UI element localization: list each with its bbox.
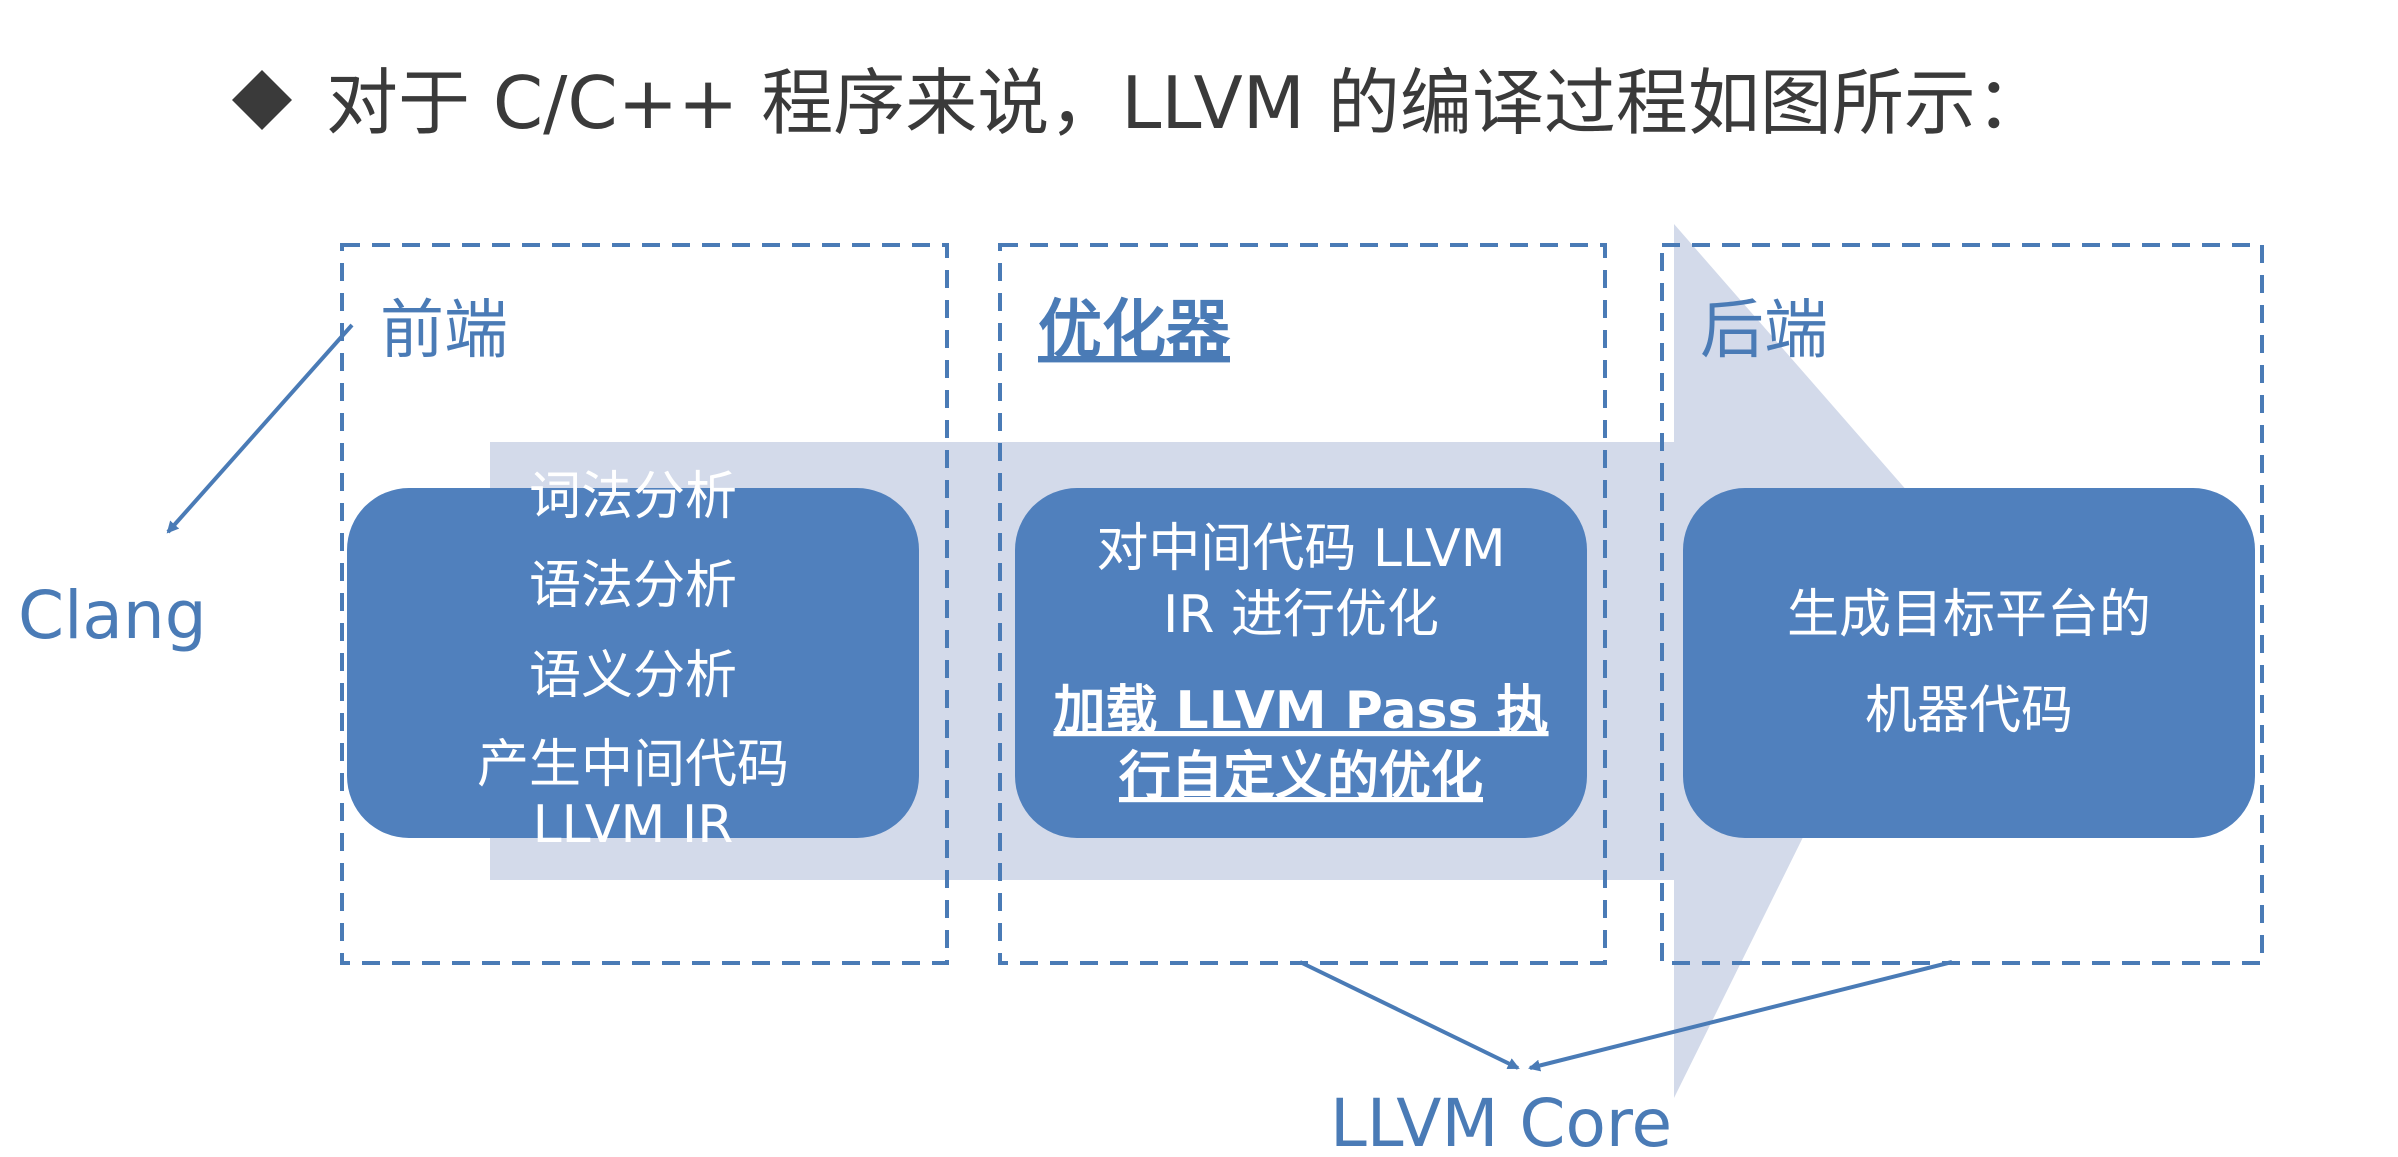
frontend-label: 前端 [380, 294, 508, 368]
frontend-frame [340, 243, 949, 965]
llvm-core-label: LLVM Core [1330, 1085, 1672, 1157]
backend-line: 生成目标平台的 [1787, 585, 2151, 645]
optimizer-line: 对中间代码 LLVM [1096, 519, 1505, 579]
frontend-line: 语义分析 [529, 646, 737, 706]
diamond-bullet-icon [232, 70, 292, 130]
frontend-line: LLVM IR [533, 795, 734, 855]
clang-arrow [166, 323, 354, 534]
frontend-line: 产生中间代码 [477, 735, 789, 795]
backend-frame [1660, 243, 2264, 965]
clang-label: Clang [18, 577, 207, 654]
backend-line: 机器代码 [1865, 681, 2073, 741]
page-title-text: 对于 C/C++ 程序来说，LLVM 的编译过程如图所示： [326, 61, 2048, 145]
frontend-box [347, 488, 919, 838]
backend-box-text: 生成目标平台的 机器代码 [1787, 585, 2151, 741]
optimizer-bold-line: 行自定义的优化 [1119, 747, 1483, 807]
optimizer-line: IR 进行优化 [1163, 585, 1439, 645]
llvm-core-arrow-backend [1528, 960, 1953, 1072]
frontend-line: 词法分析 [529, 467, 737, 527]
frontend-line: 语法分析 [529, 556, 737, 616]
optimizer-box [1015, 488, 1587, 838]
optimizer-box-text: 对中间代码 LLVM IR 进行优化 加载 LLVM Pass 执 行自定义的优… [1053, 519, 1548, 807]
optimizer-label: 优化器 [1038, 294, 1231, 368]
backend-box [1683, 488, 2255, 838]
optimizer-bold-line: 加载 LLVM Pass 执 [1053, 681, 1548, 741]
page-title: 对于 C/C++ 程序来说，LLVM 的编译过程如图所示： [232, 61, 2048, 145]
llvm-core-arrow-optimizer [1299, 960, 1520, 1070]
frontend-box-text: 词法分析 语法分析 语义分析 产生中间代码 LLVM IR [477, 467, 789, 855]
backend-label: 后端 [1700, 294, 1828, 368]
